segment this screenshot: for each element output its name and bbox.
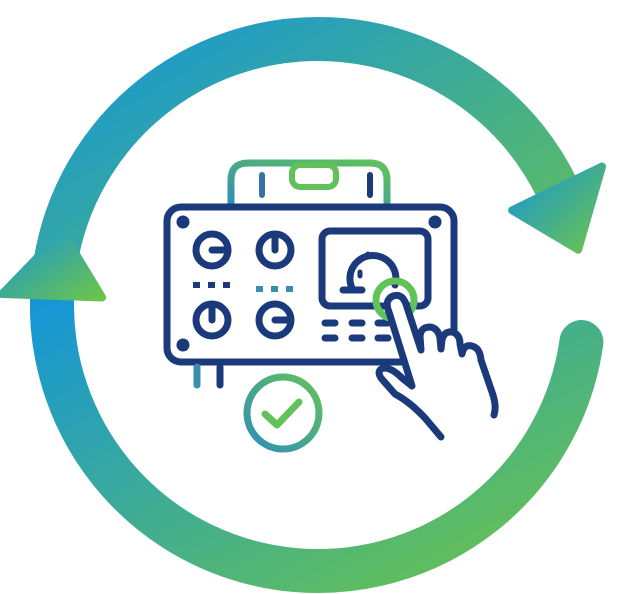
gauge-icon xyxy=(339,251,400,294)
bottom-cycle-arc xyxy=(30,273,604,593)
knob-icon xyxy=(255,230,295,270)
checkmark-circle-icon xyxy=(243,373,323,453)
knob-icon xyxy=(192,230,232,270)
panel-body xyxy=(163,203,458,366)
panel-buttons xyxy=(321,319,392,342)
control-panel-icon xyxy=(163,159,458,389)
screw xyxy=(176,338,190,352)
screw xyxy=(176,215,190,229)
bracket-tab xyxy=(289,162,339,190)
top-cycle-arrowhead xyxy=(508,162,607,254)
knob-icon xyxy=(255,300,295,340)
top-cycle-arc xyxy=(30,17,580,365)
bottom-cycle-arrowhead xyxy=(0,227,107,302)
touch-hand-icon xyxy=(375,291,499,441)
knob-icon xyxy=(192,300,232,340)
cycle-arrows-icon xyxy=(0,17,607,593)
screw xyxy=(428,215,442,229)
indicator-dots xyxy=(193,282,293,292)
